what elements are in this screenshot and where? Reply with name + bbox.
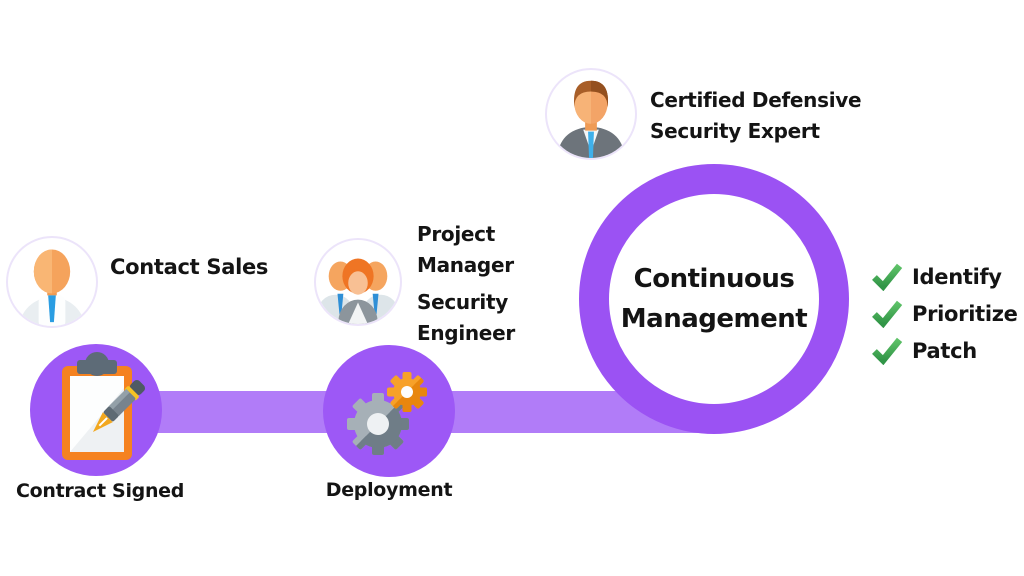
person-icon bbox=[19, 249, 85, 326]
team-people-icon bbox=[316, 258, 400, 324]
businessman-icon bbox=[557, 80, 625, 158]
deployment-label: Deployment bbox=[325, 479, 453, 501]
security-expert-avatar bbox=[545, 68, 637, 160]
certified-expert-caption: Certified Defensive Security Expert bbox=[650, 88, 862, 143]
continuous-management-ring: Continuous Management bbox=[579, 164, 849, 434]
security-engineer-caption: Security Engineer bbox=[417, 290, 515, 345]
checklist-label: Identify bbox=[912, 264, 1002, 289]
checklist-item-prioritize: Prioritize bbox=[871, 299, 1018, 328]
checklist-item-patch: Patch bbox=[871, 336, 1018, 365]
pen-icon bbox=[92, 379, 146, 433]
contact-sales-avatar bbox=[6, 236, 98, 328]
project-team-avatar bbox=[314, 238, 402, 326]
check-icon bbox=[872, 263, 903, 291]
checklist-item-identify: Identify bbox=[871, 262, 1018, 291]
checklist-label: Patch bbox=[912, 338, 977, 363]
contract-signed-label: Contract Signed bbox=[16, 480, 185, 502]
continuous-management-label: Continuous Management bbox=[620, 264, 808, 334]
project-manager-caption: Project Manager bbox=[417, 222, 514, 277]
deployment-node bbox=[323, 345, 455, 477]
check-icon bbox=[872, 337, 903, 365]
gears-icon bbox=[347, 372, 427, 455]
check-icon bbox=[872, 300, 903, 328]
management-checklist: Identify Prioritize Patch bbox=[871, 262, 1018, 365]
contract-signed-node bbox=[30, 344, 162, 476]
checklist-label: Prioritize bbox=[912, 301, 1018, 326]
clipboard-pen-icon bbox=[62, 352, 146, 460]
contact-sales-caption: Contact Sales bbox=[110, 255, 269, 279]
